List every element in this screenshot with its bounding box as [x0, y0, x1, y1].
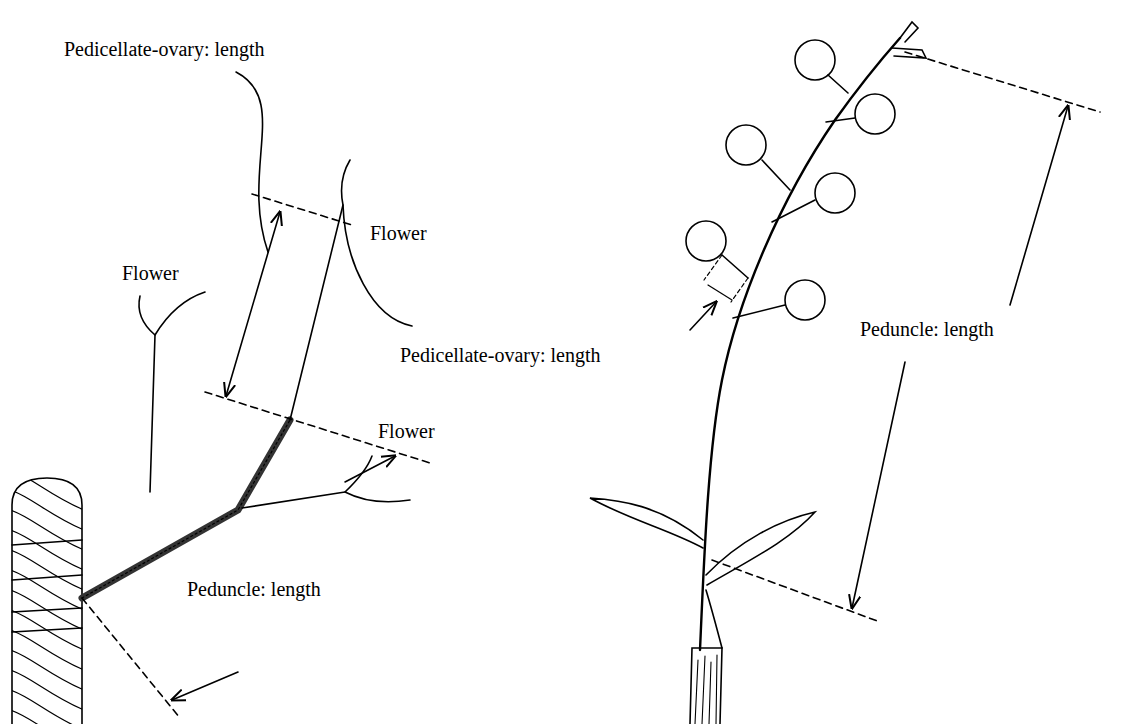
- flower: [139, 292, 205, 335]
- pedicel: [242, 492, 345, 508]
- sheath: [690, 648, 722, 724]
- stem-hatch: [10, 470, 84, 510]
- dimension-arrow: [1010, 106, 1068, 305]
- stem-hatch: [10, 490, 84, 530]
- stem-hatch: [10, 550, 84, 590]
- flower: [726, 125, 766, 165]
- part-label: Flower: [378, 420, 435, 442]
- part-label: Flower: [370, 222, 427, 244]
- pedicel: [290, 205, 343, 420]
- peduncle: [82, 420, 290, 598]
- dimension-arrow: [226, 212, 280, 396]
- sheath-texture: [695, 655, 717, 724]
- stem-hatch: [10, 530, 84, 570]
- dimension-arrow: [345, 456, 395, 482]
- leaf: [590, 498, 703, 548]
- flower: [855, 94, 895, 134]
- stem-hatch: [10, 650, 84, 690]
- part-label: Peduncle: length: [860, 318, 994, 340]
- flower: [345, 456, 410, 502]
- leaf: [706, 512, 815, 585]
- dimension-line: [708, 285, 732, 300]
- part-label: Flower: [122, 262, 179, 284]
- flower: [785, 280, 825, 320]
- stem-hatch: [10, 690, 84, 724]
- dimension-line: [704, 255, 748, 302]
- dimension-line: [905, 52, 1100, 112]
- dimension-line: [82, 598, 180, 718]
- stem-hatch: [10, 630, 84, 670]
- stem-texture: [10, 470, 84, 724]
- leaf-base: [706, 590, 722, 648]
- dimension-line: [712, 560, 880, 622]
- stem-hatch: [10, 710, 84, 724]
- stem-outline: [12, 478, 82, 724]
- peduncle: [700, 38, 900, 650]
- leader-line: [236, 72, 268, 252]
- peduncle-shading: [82, 420, 290, 598]
- pedicel: [150, 335, 155, 492]
- flower: [815, 173, 855, 213]
- flower: [686, 221, 726, 261]
- dimension-line: [252, 194, 352, 225]
- pedicel: [722, 75, 855, 318]
- dimension-arrow: [172, 672, 238, 700]
- stem-hatch: [10, 670, 84, 710]
- dimension-arrow: [690, 302, 716, 330]
- part-label: Pedicellate-ovary: length: [400, 344, 600, 366]
- flower: [795, 40, 835, 80]
- stem-nodes: [12, 540, 82, 632]
- part-label: Peduncle: length: [187, 578, 321, 600]
- dimension-arrow: [852, 362, 905, 608]
- part-label: Pedicellate-ovary: length: [64, 38, 264, 60]
